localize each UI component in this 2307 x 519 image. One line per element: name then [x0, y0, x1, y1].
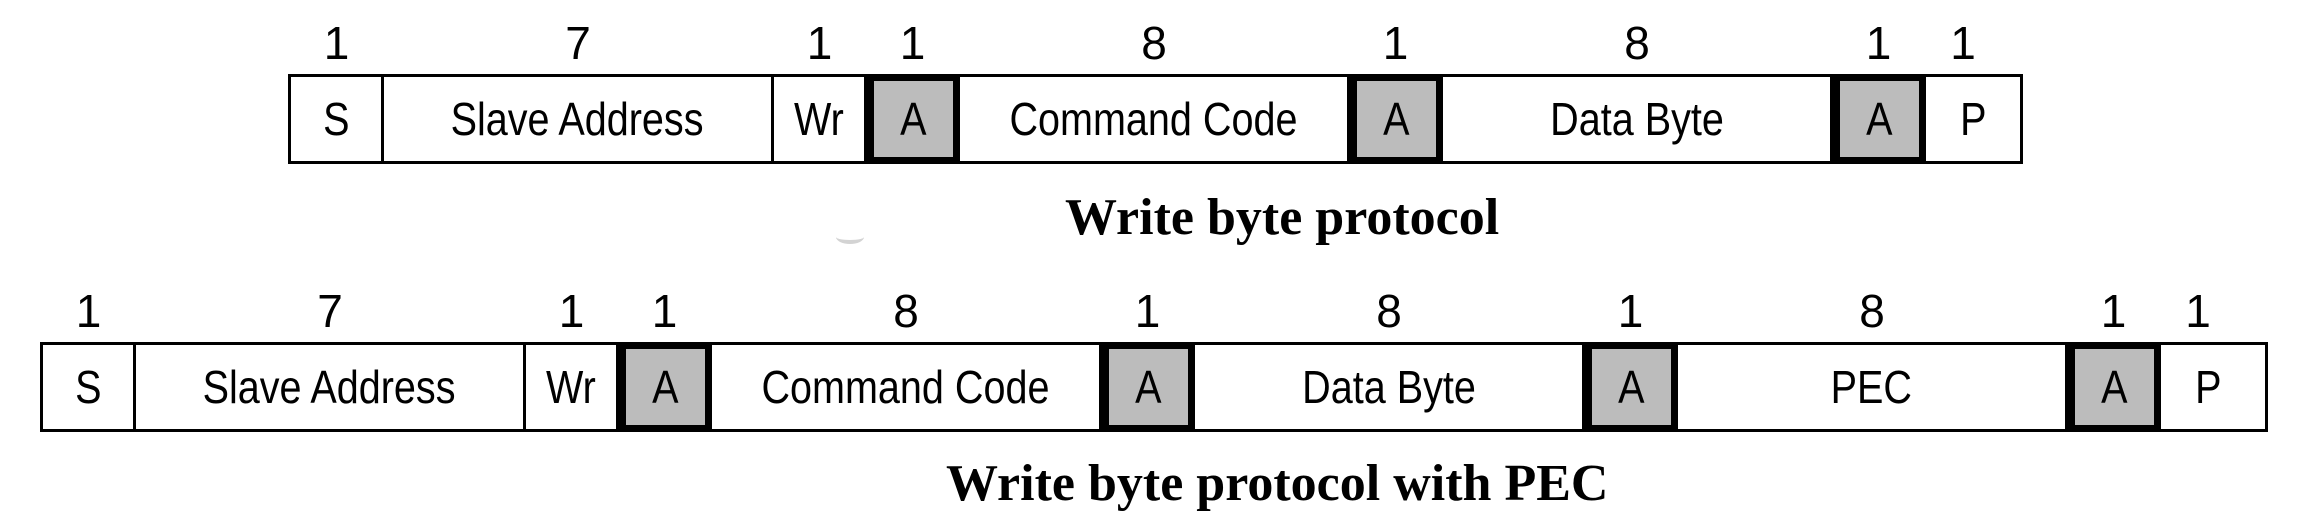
- bit-count-p: 1: [2185, 285, 2211, 337]
- field-slave-address: Slave Address: [136, 345, 526, 429]
- bit-count-ack: 1: [1865, 17, 1892, 69]
- bit-count-ack: 1: [1382, 17, 1409, 69]
- bit-count-ack: 1: [899, 17, 926, 69]
- bit-count-row: 1 7 1 1 8 1 8 1 8 1 1: [42, 280, 2236, 342]
- field-write: Wr: [774, 77, 867, 161]
- field-ack: A: [1585, 342, 1678, 432]
- field-data-byte: Data Byte: [1443, 77, 1833, 161]
- field-pec: PEC: [1678, 345, 2068, 429]
- field-ack: A: [1833, 74, 1926, 164]
- field-start: S: [43, 345, 136, 429]
- frame-field-row: S Slave Address Wr A Command Code A Data…: [288, 74, 2023, 164]
- bit-count-slave-address: 7: [565, 17, 591, 69]
- bit-count-row: 1 7 1 1 8 1 8 1 1: [290, 12, 2001, 74]
- bit-count-s: 1: [323, 17, 350, 69]
- bit-count-data-byte: 8: [1376, 285, 1402, 337]
- bit-count-command-code: 8: [893, 285, 919, 337]
- bit-count-ack: 1: [1134, 285, 1161, 337]
- field-ack: A: [1102, 342, 1195, 432]
- bit-count-command-code: 8: [1141, 17, 1167, 69]
- field-ack: A: [867, 74, 960, 164]
- write-byte-protocol-diagram: 1 7 1 1 8 1 8 1 1 S Slave Address Wr A C…: [288, 12, 2023, 246]
- field-data-byte: Data Byte: [1195, 345, 1585, 429]
- field-command-code: Command Code: [960, 77, 1350, 161]
- field-ack: A: [619, 342, 712, 432]
- bit-count-s: 1: [75, 285, 102, 337]
- bit-count-slave-address: 7: [317, 285, 343, 337]
- field-start: S: [291, 77, 384, 161]
- caption-write-byte-protocol-with-pec: Write byte protocol with PEC: [946, 455, 1609, 512]
- bit-count-ack: 1: [1617, 285, 1644, 337]
- bit-count-wr: 1: [558, 285, 585, 337]
- field-slave-address: Slave Address: [384, 77, 774, 161]
- caption-write-byte-protocol: Write byte protocol: [1065, 189, 1500, 246]
- scan-artifact: [836, 230, 864, 244]
- bit-count-p: 1: [1950, 17, 1976, 69]
- bit-count-wr: 1: [806, 17, 833, 69]
- write-byte-protocol-with-pec-diagram: 1 7 1 1 8 1 8 1 8 1 1 S Slave Address Wr…: [0, 260, 2307, 519]
- field-write: Wr: [526, 345, 619, 429]
- frame-field-row: S Slave Address Wr A Command Code A Data…: [40, 342, 2268, 432]
- bit-count-pec: 8: [1859, 285, 1885, 337]
- field-stop: P: [2161, 345, 2255, 429]
- field-ack: A: [1350, 74, 1443, 164]
- field-command-code: Command Code: [712, 345, 1102, 429]
- field-stop: P: [1926, 77, 2020, 161]
- bit-count-ack: 1: [651, 285, 678, 337]
- field-ack: A: [2068, 342, 2161, 432]
- bit-count-data-byte: 8: [1624, 17, 1650, 69]
- bit-count-ack: 1: [2100, 285, 2127, 337]
